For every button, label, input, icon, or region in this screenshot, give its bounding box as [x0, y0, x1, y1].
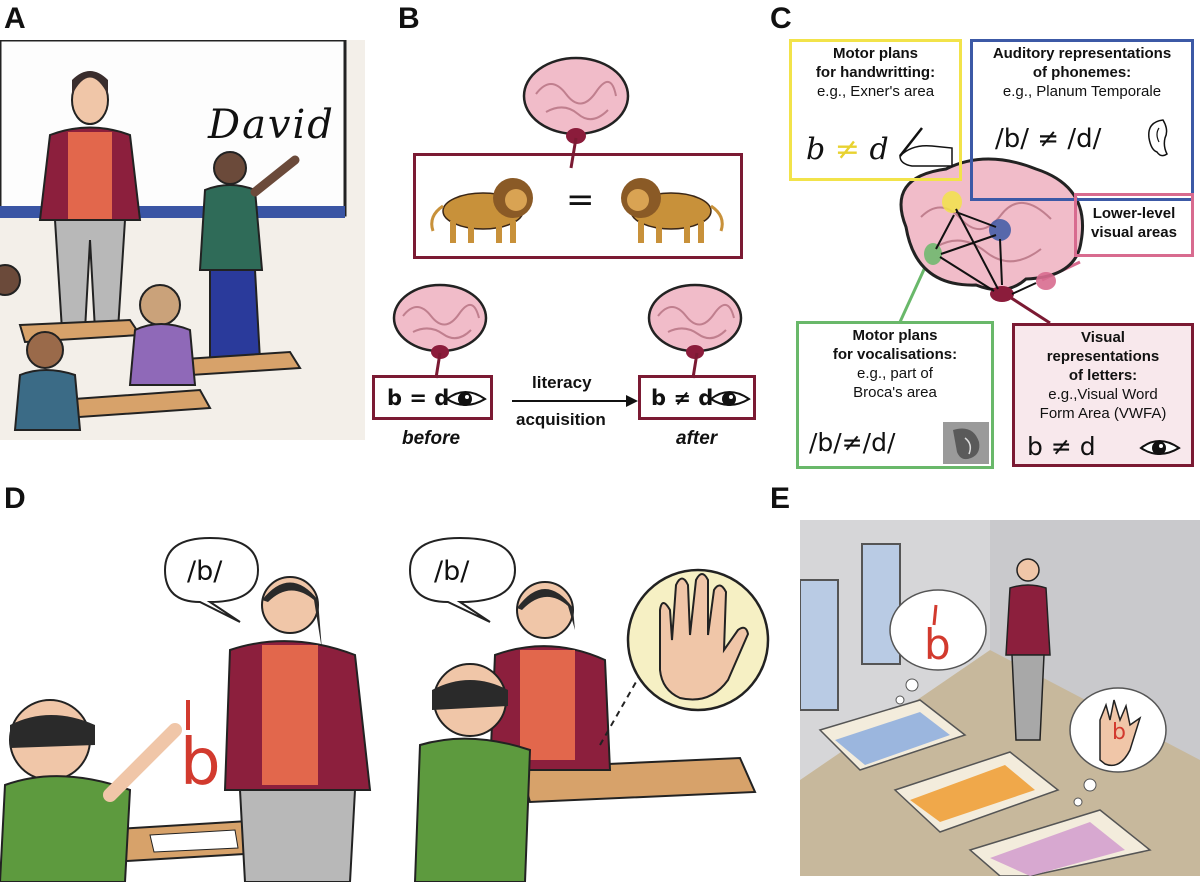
panel-label-e: E: [770, 482, 791, 515]
eye-icon-after: [709, 391, 751, 406]
vocal-tract-icon: [943, 422, 989, 464]
visual-letters-box: Visual representations of letters: e.g.,…: [1012, 323, 1194, 467]
panel-label-d: D: [4, 482, 26, 515]
vocal-subtitle-1: e.g., part of: [857, 365, 933, 382]
vocal-title-1: Motor plans: [852, 327, 938, 344]
visual-letters-title-1: Visual: [1081, 329, 1125, 346]
brain-icon-after: [647, 283, 743, 359]
auditory-title-1: Auditory representations: [992, 45, 1172, 62]
air-letter-b: b: [180, 726, 221, 800]
thought-letter-b-2: b: [1112, 720, 1126, 745]
panel-b: = b = d before literacy acquisition: [372, 40, 760, 460]
visual-letters-title-3: of letters:: [1068, 367, 1138, 384]
panel-d: /b/ /b/ b: [0, 530, 770, 882]
ear-icon: [1148, 119, 1168, 157]
auditory-box: Auditory representations of phonemes: e.…: [970, 39, 1194, 201]
writing-hand-icon: [899, 127, 953, 167]
lower-visual-title-2: visual areas: [1091, 224, 1177, 241]
vocal-symbol: /b/≠/d/: [809, 428, 896, 457]
arrow-label-literacy: literacy: [532, 373, 592, 392]
vocalisation-box: Motor plans for vocalisations: e.g., par…: [796, 321, 994, 469]
connector-after: [691, 352, 699, 379]
handwriting-d: d: [869, 132, 889, 167]
brain-icon-before: [392, 283, 488, 359]
before-box: b = d: [372, 375, 493, 420]
bubble-left-text: /b/: [187, 556, 223, 587]
lions-box: =: [413, 153, 743, 259]
after-label: after: [676, 428, 718, 449]
lion-icon-left: [430, 178, 533, 243]
thought-letter-b-1: b: [924, 620, 951, 669]
handwriting-neq: ≠: [834, 132, 860, 167]
panel-d-illustration: [0, 536, 770, 882]
panel-label-b: B: [398, 2, 420, 35]
handwriting-title-2: for handwritting:: [815, 64, 936, 81]
visual-letters-title-2: representations: [1046, 348, 1160, 365]
board-handwriting: David: [208, 102, 335, 148]
arrow-label-acquisition: acquisition: [516, 410, 606, 429]
classroom-illustration: [0, 40, 365, 440]
before-equation: b = d: [387, 386, 450, 410]
speech-bubble-right: [408, 536, 517, 623]
brain-icon-top: [522, 56, 630, 144]
panel-e: b b: [800, 520, 1200, 876]
auditory-title-2: of phonemes:: [1032, 64, 1132, 81]
vocal-subtitle-2: Broca's area: [853, 384, 937, 401]
lower-visual-title-1: Lower-level: [1092, 205, 1176, 222]
bubble-right-text: /b/: [434, 556, 470, 587]
equals-sign: =: [566, 180, 595, 220]
literacy-arrow: [512, 395, 638, 407]
lower-visual-box: Lower-level visual areas: [1074, 193, 1194, 257]
panel-label-a: A: [4, 2, 26, 35]
auditory-symbol: /b/ ≠ /d/: [995, 124, 1102, 154]
eye-icon-before: [445, 391, 487, 406]
visual-letters-subtitle-1: e.g.,Visual Word: [1048, 386, 1158, 403]
handwriting-title-1: Motor plans: [833, 45, 918, 62]
lion-icon-right: [621, 178, 724, 243]
handwriting-box: Motor plans for handwritting: e.g., Exne…: [789, 39, 962, 181]
eye-icon-vwfa: [1139, 440, 1181, 455]
panel-label-c: C: [770, 2, 792, 35]
vocal-title-2: for vocalisations:: [832, 346, 958, 363]
visual-letters-symbol: b ≠ d: [1027, 432, 1096, 461]
auditory-subtitle: e.g., Planum Temporale: [1002, 83, 1162, 100]
handwriting-subtitle: e.g., Exner's area: [816, 83, 935, 100]
handwriting-b: b: [806, 132, 826, 167]
panel-a-classroom: David: [0, 40, 365, 440]
handwriting-symbol: b ≠ d: [806, 132, 889, 167]
speech-bubble-left: [163, 536, 260, 623]
before-label: before: [402, 428, 461, 449]
visual-letters-subtitle-2: Form Area (VWFA): [1039, 405, 1167, 422]
connector-before: [434, 352, 442, 379]
panel-c: Motor plans for handwritting: e.g., Exne…: [780, 30, 1200, 480]
brain-icon-center: [899, 157, 1084, 302]
after-box: b ≠ d: [638, 375, 756, 420]
after-equation: b ≠ d: [651, 386, 714, 410]
sleep-room-illustration: [800, 520, 1200, 876]
